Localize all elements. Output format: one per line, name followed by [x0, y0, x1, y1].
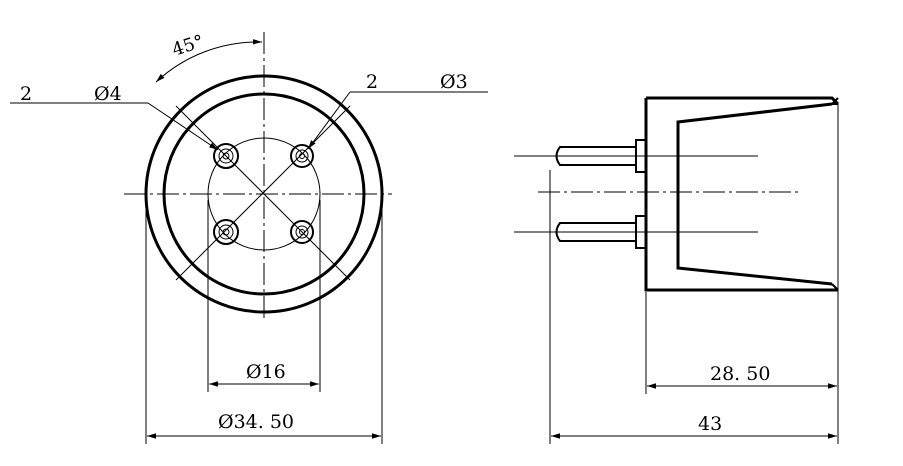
- hole-bottom-left: [213, 219, 239, 245]
- hole-bottom-right: [290, 220, 314, 244]
- outer-ring: [144, 74, 384, 314]
- pin-bottom: [555, 215, 647, 249]
- angle-dimension-arc: [155, 39, 263, 83]
- outer-diameter-label: Ø34. 50: [218, 411, 294, 433]
- hole-top-left: [213, 143, 239, 169]
- pin-top: [555, 139, 647, 173]
- front-view: 45° 2 Ø4 2 Ø3 Ø16 Ø34. 50: [10, 31, 488, 444]
- leader-line-hole-large: [147, 102, 219, 151]
- diagonal-centerline-b: [175, 105, 351, 281]
- overall-length-label: 43: [698, 413, 722, 435]
- hole-small-diameter: Ø3: [440, 71, 468, 93]
- leader-line-hole-small: [307, 91, 351, 150]
- inner-ring: [162, 92, 366, 296]
- center-recess-circle: [207, 137, 321, 251]
- side-view: 28. 50 43: [514, 96, 840, 444]
- angle-label: 45°: [170, 31, 207, 61]
- hole-top-right: [290, 144, 314, 168]
- inner-diameter-label: Ø16: [246, 361, 286, 383]
- body-length-label: 28. 50: [710, 363, 770, 385]
- body-outline: [644, 96, 840, 292]
- cavity-taper: [676, 102, 833, 286]
- hole-large-count: 2: [20, 83, 32, 105]
- body-lip-bottom: [831, 283, 839, 291]
- hole-small-count: 2: [366, 71, 378, 93]
- hole-large-diameter: Ø4: [94, 83, 122, 105]
